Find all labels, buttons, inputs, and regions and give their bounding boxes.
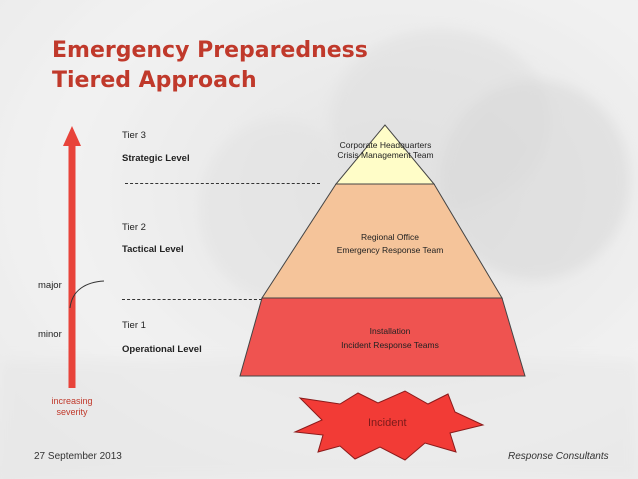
- tier-2-box: Regional Office Emergency Response Team: [310, 231, 470, 257]
- tier-3-box: Corporate Headquarters Crisis Management…: [328, 140, 443, 160]
- major-label: major: [38, 280, 62, 291]
- up-arrow-icon: [63, 126, 81, 388]
- tier-1-level: Operational Level: [122, 344, 202, 355]
- tier-1-box-line-1: Installation: [369, 326, 411, 336]
- title-line-1: Emergency Preparedness: [52, 38, 368, 63]
- tier-2-label: Tier 2: [122, 222, 146, 233]
- tier-3-level: Strategic Level: [122, 153, 190, 164]
- incident-label: Incident: [368, 417, 407, 429]
- footer-company: Response Consultants: [508, 451, 609, 462]
- tier-3-box-line-2: Crisis Management Team: [337, 150, 434, 160]
- title-line-2: Tiered Approach: [52, 68, 257, 93]
- tier-divider-lower: [122, 299, 262, 300]
- tier-2-box-line-2: Emergency Response Team: [336, 245, 444, 255]
- tier-2-box-line-1: Regional Office: [361, 232, 419, 242]
- sea-background: [0, 360, 638, 479]
- severity-label: increasing severity: [42, 396, 102, 418]
- tier-3-box-line-1: Corporate Headquarters: [339, 140, 432, 150]
- footer-date: 27 September 2013: [34, 451, 122, 462]
- tier-1-label: Tier 1: [122, 320, 146, 331]
- tier-divider-upper: [125, 183, 320, 184]
- slide-title: Emergency Preparedness Tiered Approach: [52, 36, 368, 96]
- tier-3-label: Tier 3: [122, 130, 146, 141]
- explosion-icon: [293, 390, 485, 461]
- severity-line-1: increasing: [51, 396, 93, 406]
- tier-1-box-line-2: Incident Response Teams: [341, 340, 439, 350]
- minor-label: minor: [38, 329, 62, 340]
- tier-1-box: Installation Incident Response Teams: [305, 324, 475, 352]
- pyramid-tier-1: [239, 297, 526, 377]
- severity-line-2: severity: [56, 407, 88, 417]
- tier-2-level: Tactical Level: [122, 244, 184, 255]
- threshold-curve-line: [69, 280, 105, 309]
